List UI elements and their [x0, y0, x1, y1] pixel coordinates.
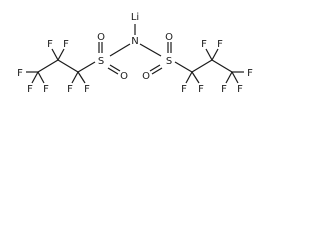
bond-c1-f: [71, 71, 79, 84]
bond-c1-c2: [57, 59, 79, 73]
atom-o1: O: [97, 32, 105, 43]
atom-o4: O: [142, 71, 150, 82]
atom-f10: F: [201, 39, 207, 50]
bond-c2-c3: [37, 59, 59, 73]
atom-f3: F: [47, 39, 53, 50]
atom-o2: O: [120, 71, 128, 82]
atom-labels: Li N S S O O O O F F F F F F F F F F F F…: [17, 12, 253, 95]
atom-f14: F: [237, 84, 243, 95]
atom-s1: S: [98, 56, 104, 67]
bond-c2-f: [57, 48, 65, 61]
bonds: [26, 24, 244, 84]
bond-s1-o2-a: [109, 64, 121, 72]
atom-o3: O: [165, 32, 173, 43]
bond-c4-c5: [191, 59, 213, 73]
bond-c3-f: [37, 71, 45, 84]
molecule-canvas: Li N S S O O O O F F F F F F F F F F F F…: [17, 12, 253, 95]
atom-s2: S: [166, 56, 172, 67]
atom-f8: F: [181, 84, 187, 95]
bond-c5-f: [211, 48, 219, 61]
structure-diagram: Li N S S O O O O F F F F F F F F F F F F…: [0, 0, 271, 115]
bond-c1-f: [77, 71, 86, 84]
atom-f2: F: [84, 84, 90, 95]
atom-f4: F: [63, 39, 69, 50]
bond-c2-f: [51, 48, 59, 61]
atom-f5: F: [17, 68, 23, 79]
bond-c6-f: [225, 71, 233, 84]
bond-s1-o2-b: [107, 67, 119, 75]
atom-f13: F: [221, 84, 227, 95]
atom-f6: F: [27, 84, 33, 95]
bond-s2-o4-a: [149, 64, 161, 72]
atom-f11: F: [217, 39, 223, 50]
bond-n-s1: [109, 43, 131, 57]
atom-f7: F: [43, 84, 49, 95]
atom-f12: F: [247, 68, 253, 79]
atom-n: N: [131, 36, 138, 47]
bond-n-s2: [139, 43, 162, 57]
atom-f9: F: [198, 84, 204, 95]
bond-c4-f: [191, 71, 200, 84]
bond-s2-o4-b: [151, 67, 163, 75]
atom-li: Li: [131, 12, 139, 23]
bond-s1-c1: [77, 61, 96, 73]
bond-s2-c4: [174, 61, 193, 73]
bond-c5-c6: [211, 59, 233, 73]
atom-f1: F: [67, 84, 73, 95]
bond-c4-f: [185, 71, 193, 84]
bond-c3-f: [31, 71, 39, 84]
bond-c6-f: [231, 71, 239, 84]
bond-c5-f: [205, 48, 213, 61]
